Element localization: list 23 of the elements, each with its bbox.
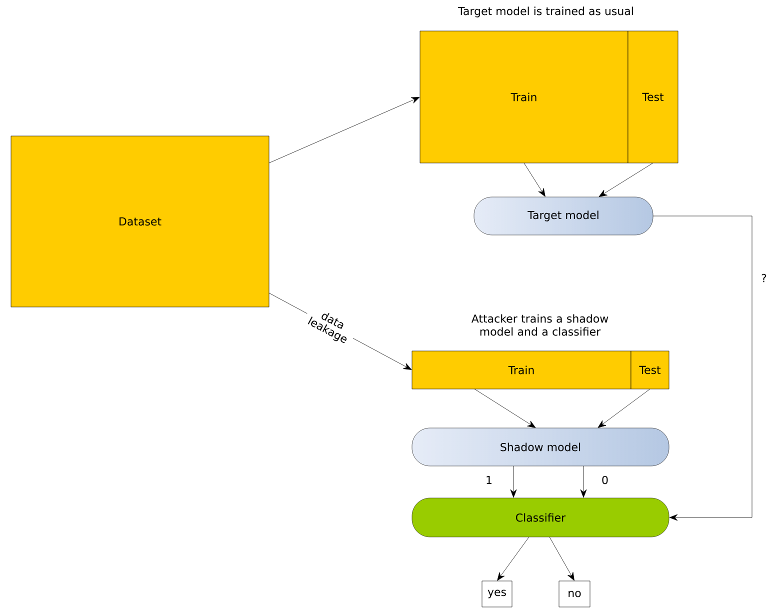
arrow xyxy=(474,388,536,428)
output-box: yes xyxy=(482,580,512,608)
edge-label: ? xyxy=(762,274,766,282)
arrow xyxy=(549,536,574,581)
arrow xyxy=(268,97,420,164)
arrow xyxy=(510,466,517,498)
arrow xyxy=(524,162,546,197)
arrow xyxy=(497,536,530,581)
edge-label: 0 xyxy=(602,476,608,484)
arrow xyxy=(652,216,752,521)
data-box: Test xyxy=(630,350,670,390)
output-box: no xyxy=(558,580,590,608)
heading: Attacker trains a shadow model and a classifier xyxy=(471,314,608,336)
data-box: Test xyxy=(628,30,678,164)
classifier-pill: Classifier xyxy=(412,498,670,538)
arrow xyxy=(598,162,654,197)
edge-label: 1 xyxy=(486,476,492,484)
model-pill: Target model xyxy=(474,196,654,236)
model-pill: Shadow model xyxy=(412,428,670,466)
arrow xyxy=(598,388,650,428)
data-box: Dataset xyxy=(10,136,270,308)
heading: Target model is trained as usual xyxy=(458,6,633,18)
arrow xyxy=(580,466,587,498)
